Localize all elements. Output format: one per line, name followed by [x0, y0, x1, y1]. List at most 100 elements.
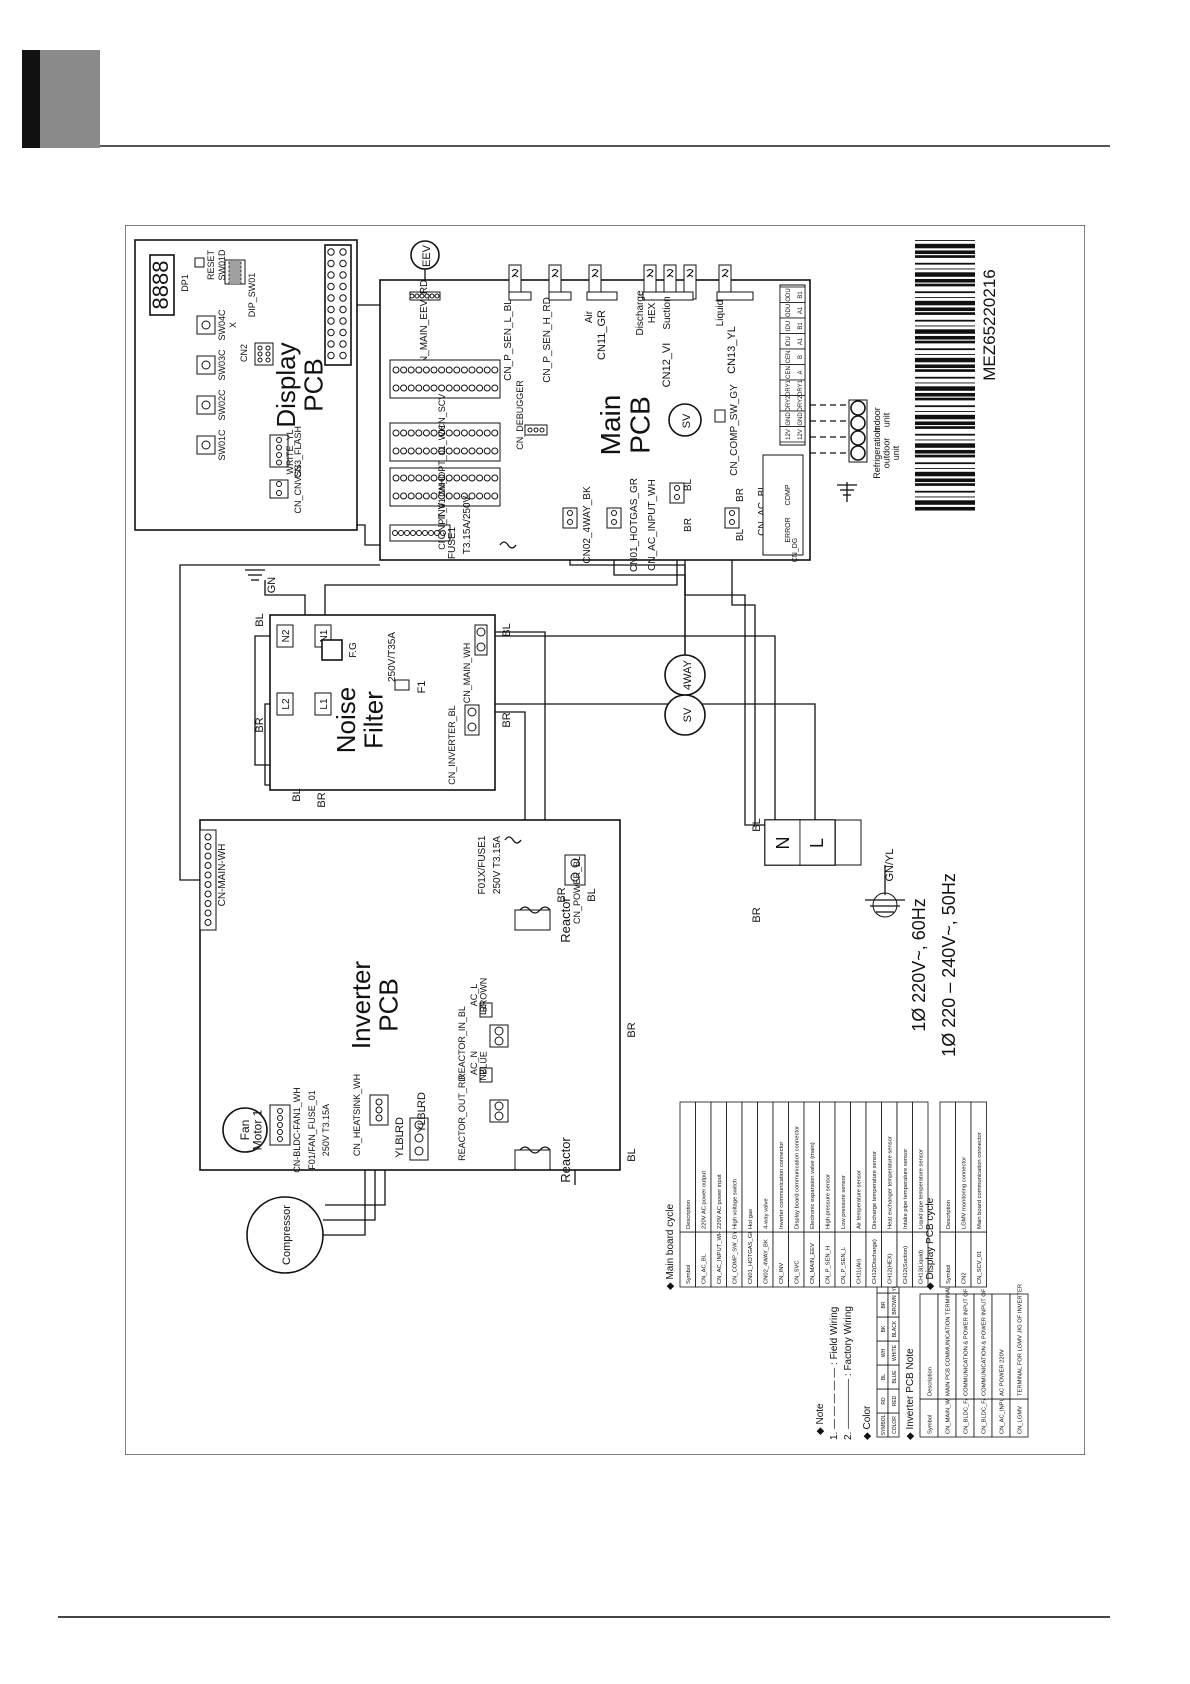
header-pin: [415, 384, 423, 392]
label-cn2: CN2: [239, 344, 249, 362]
scv-pin: [339, 340, 347, 348]
eev-pin: [424, 293, 430, 299]
label-gn: GN: [266, 577, 278, 594]
eev-pin: [409, 293, 415, 299]
fan-motor-1: [222, 1107, 268, 1153]
scv-pin: [339, 294, 347, 302]
label-cn-power-bl: CN_POWER_BL: [572, 856, 582, 924]
power-terminal-cover: [834, 819, 862, 866]
header-rule: [100, 145, 1110, 147]
main-cycle-table-text: CN02_4WAY_BK: [764, 1239, 770, 1284]
barcode-bar: [915, 300, 975, 306]
cn3-pin: [276, 459, 282, 466]
label-gn-yl: GN/YL: [884, 848, 896, 881]
seven-segment-digits: 8888: [148, 261, 173, 310]
main-pcb-title: MainPCB: [595, 395, 655, 456]
label-l2-inv: L2: [478, 1005, 488, 1015]
nf-pin: [476, 642, 486, 652]
bldc-pin: [277, 1136, 283, 1142]
label-indoor-unit: Indoorunit: [872, 407, 891, 433]
label-discharge: Discharge: [635, 290, 646, 335]
label-suction: Suction: [662, 296, 673, 329]
cn-opt-01-header: [389, 422, 501, 462]
comp-pin: [414, 1120, 424, 1130]
barcode-bar: [915, 414, 975, 420]
compressor: [246, 1196, 324, 1274]
label-write-yl: WRITE_YL: [285, 429, 295, 474]
inv-main-pin: [204, 909, 212, 917]
inv-main-pin: [204, 833, 212, 841]
color-symbol: WH: [881, 1348, 887, 1357]
cn-comp-sw-header: [714, 409, 726, 423]
scv-pin: [339, 271, 347, 279]
label-n1: N1: [319, 629, 330, 642]
color-title: ◆ Color: [862, 1405, 873, 1440]
header-pin: [415, 447, 423, 455]
header-pin: [422, 474, 430, 482]
inverter-pcb-title: InverterPCB: [346, 961, 403, 1049]
display-cycle-table-text: Description: [946, 1200, 952, 1229]
header-pin: [400, 447, 408, 455]
label-hex: HEX: [647, 302, 658, 323]
note-title: ◆ Note: [815, 1403, 826, 1435]
seven-segment-display: [149, 254, 175, 316]
eev-pin: [434, 293, 440, 299]
header-pin: [400, 384, 408, 392]
thermistor-symbol: [511, 269, 519, 278]
n2-terminal: [276, 624, 294, 648]
header-pin: [392, 447, 400, 455]
barcode-bar: [915, 325, 975, 327]
main-cycle-table-text: High voltage switch: [733, 1179, 739, 1229]
main-cycle-table-text: Liquid pipe temperature sensor: [919, 1149, 925, 1229]
label-cn-main-wh-inv: CN-MAIN-WH: [217, 844, 228, 907]
reactor-core: [514, 1149, 551, 1171]
label-compressor: Compressor: [281, 1205, 293, 1265]
barcode-bar: [915, 405, 975, 408]
inv-pin: [404, 530, 410, 536]
inv-main-pin: [204, 881, 212, 888]
header-pin: [476, 492, 484, 500]
main-cycle-table-text: Hot gas: [748, 1209, 754, 1229]
outdoor-terminal: [850, 430, 866, 446]
header-pin: [407, 429, 415, 437]
bldc-pin: [277, 1122, 283, 1128]
inv-pin: [440, 530, 446, 536]
comp-pin: [414, 1133, 424, 1143]
wire-label-br: BR: [626, 1022, 638, 1037]
main-cycle-table-text: CN_SVC: [795, 1260, 801, 1284]
header-pin: [430, 474, 438, 482]
label-sw01d: SW01D: [217, 249, 227, 281]
scv-pin: [339, 259, 347, 268]
debug-pin: [539, 427, 545, 433]
power-spec-60hz: 1Ø 220V~, 60Hz: [909, 898, 929, 1032]
inverter-note-table-text: CN_BLDC_FAN1: [964, 1389, 970, 1434]
wire-label-bl: BL: [751, 818, 763, 831]
display-cycle-table-text: LGMV monitoring connector: [962, 1157, 968, 1229]
reactor-out-header: [489, 1099, 509, 1123]
wire-label-bl: BL: [501, 623, 513, 636]
barcode-bar: [915, 496, 975, 498]
header-pin: [400, 366, 408, 374]
label-bl-out: BL: [416, 1106, 428, 1119]
nf-pin: [476, 627, 486, 637]
barcode-bar: [915, 329, 975, 334]
label-cn12-vi: CN12_VI: [661, 343, 673, 388]
inverter-note-table-text: Symbol: [928, 1415, 934, 1434]
dip-lever: [228, 273, 242, 277]
header-pin: [407, 474, 415, 482]
label-rd: RD: [394, 1117, 406, 1133]
barcode-bar: [915, 364, 975, 369]
cn-cnvss-header: [269, 479, 289, 499]
scv-pin: [327, 271, 335, 279]
main-cycle-table-text: 220V AC power input: [717, 1174, 723, 1229]
indoor-terminal: [850, 415, 866, 431]
header-pin: [392, 366, 400, 374]
thermistor-symbol: [551, 269, 559, 278]
barcode-bar: [915, 462, 975, 465]
main-cycle-table-text: Description: [686, 1200, 692, 1229]
main-cycle-table-text: CH12(Discharge): [872, 1239, 878, 1284]
label-sw01c: SW01C: [217, 429, 227, 461]
comm-terminal-label: A1: [798, 337, 804, 345]
barcode-bar: [915, 397, 975, 401]
header-pin: [453, 429, 461, 437]
